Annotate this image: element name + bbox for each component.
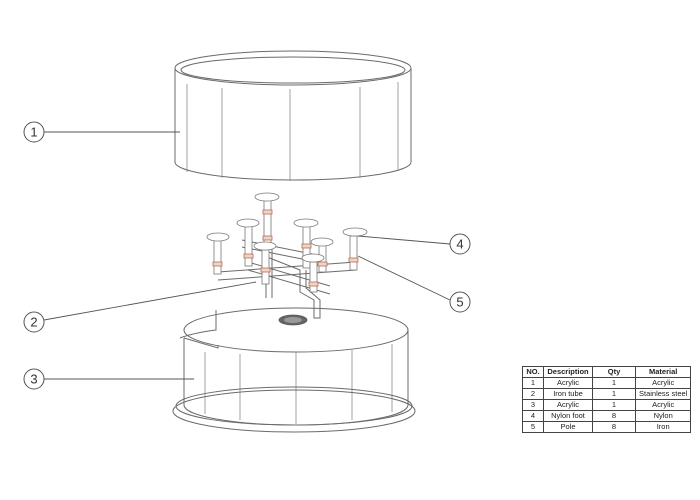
- cell-qty: 8: [592, 410, 636, 422]
- column-header-material: Material: [634, 366, 692, 378]
- column-header-no: NO.: [522, 366, 544, 378]
- cell-description: Pole: [543, 421, 593, 433]
- table-row: 3 Acrylic 1 Acrylic: [522, 399, 692, 411]
- cell-qty: 1: [592, 399, 636, 411]
- cell-qty: 8: [592, 421, 636, 433]
- callout-4-label: 4: [456, 237, 463, 252]
- nylon-foot-group: [206, 192, 368, 263]
- cell-description: Iron tube: [543, 388, 593, 400]
- column-header-description: Description: [543, 366, 593, 378]
- part-1-acrylic-top-ring: [174, 50, 412, 181]
- callout-3-label: 3: [30, 372, 37, 387]
- table-header-row: NO. Description Qty Material: [522, 366, 692, 378]
- table-row: 1 Acrylic 1 Acrylic: [522, 377, 692, 389]
- cell-qty: 1: [592, 388, 636, 400]
- callout-2-label: 2: [30, 315, 37, 330]
- nylon-ring-group: [212, 209, 359, 287]
- cell-qty: 1: [592, 377, 636, 389]
- callout-4: 4: [357, 233, 471, 255]
- callout-1-label: 1: [30, 125, 37, 140]
- part-2-iron-tube-frame: [206, 192, 368, 319]
- callout-5-label: 5: [456, 295, 463, 310]
- cell-no: 5: [522, 421, 544, 433]
- parts-table: NO. Description Qty Material 1 Acrylic 1…: [522, 366, 692, 433]
- table-row: 4 Nylon foot 8 Nylon: [522, 410, 692, 422]
- callout-3: 3: [23, 368, 194, 390]
- callout-5: 5: [357, 255, 471, 313]
- cell-material: Acrylic: [634, 377, 692, 389]
- cell-no: 3: [522, 399, 544, 411]
- cell-material: Stainless steel: [634, 388, 692, 400]
- table-row: 5 Pole 8 Iron: [522, 421, 692, 433]
- cell-no: 4: [522, 410, 544, 422]
- callout-2: 2: [23, 281, 257, 333]
- cell-no: 1: [522, 377, 544, 389]
- part-3-acrylic-base: [172, 307, 416, 433]
- callout-1: 1: [23, 121, 180, 143]
- cell-description: Acrylic: [543, 377, 593, 389]
- cell-material: Acrylic: [634, 399, 692, 411]
- cell-no: 2: [522, 388, 544, 400]
- column-header-qty: Qty: [592, 366, 636, 378]
- cell-description: Acrylic: [543, 399, 593, 411]
- table-row: 2 Iron tube 1 Stainless steel: [522, 388, 692, 400]
- pole-group: [213, 199, 358, 293]
- cell-material: Nylon: [634, 410, 692, 422]
- cell-description: Nylon foot: [543, 410, 593, 422]
- cell-material: Iron: [634, 421, 692, 433]
